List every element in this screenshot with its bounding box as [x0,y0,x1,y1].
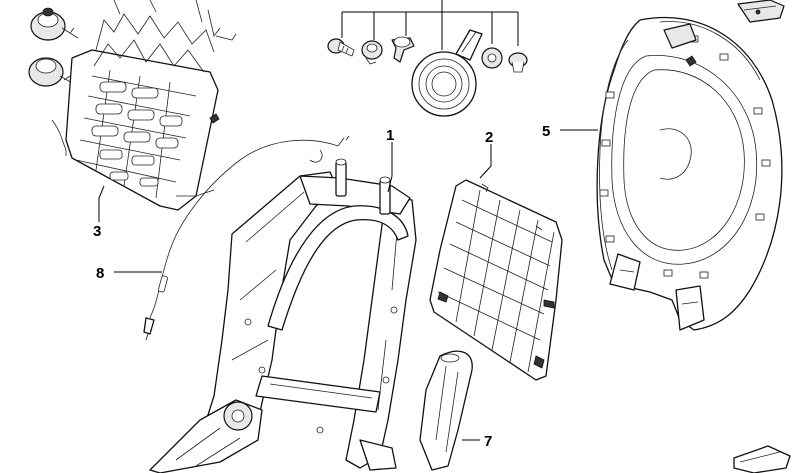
callout-leaders [98,129,598,441]
backrest-frame [149,158,417,473]
callout-7: 7 [484,433,492,450]
screw [327,38,355,57]
lumbar-support-mat [28,0,237,211]
adjust-knob-lower [28,57,75,87]
callout-2: 2 [485,129,493,146]
tape-roll [411,29,483,117]
bowden-cable [143,135,350,341]
callout-5: 5 [542,123,550,140]
side-trim-panel [419,350,473,471]
callout-3: 3 [93,223,101,240]
grommet [481,47,503,69]
push-pin [508,52,528,73]
rear-grid-panel [429,179,563,381]
backrest-shell [596,16,783,331]
corner-bracket [737,0,785,23]
clip [361,40,383,65]
adjust-knob-upper [30,7,79,41]
callout-1: 1 [386,127,394,144]
callout-8: 8 [96,265,104,282]
expanding-rivet [391,36,415,63]
view-arrow-icon [733,445,791,473]
fastener-set [327,0,528,117]
